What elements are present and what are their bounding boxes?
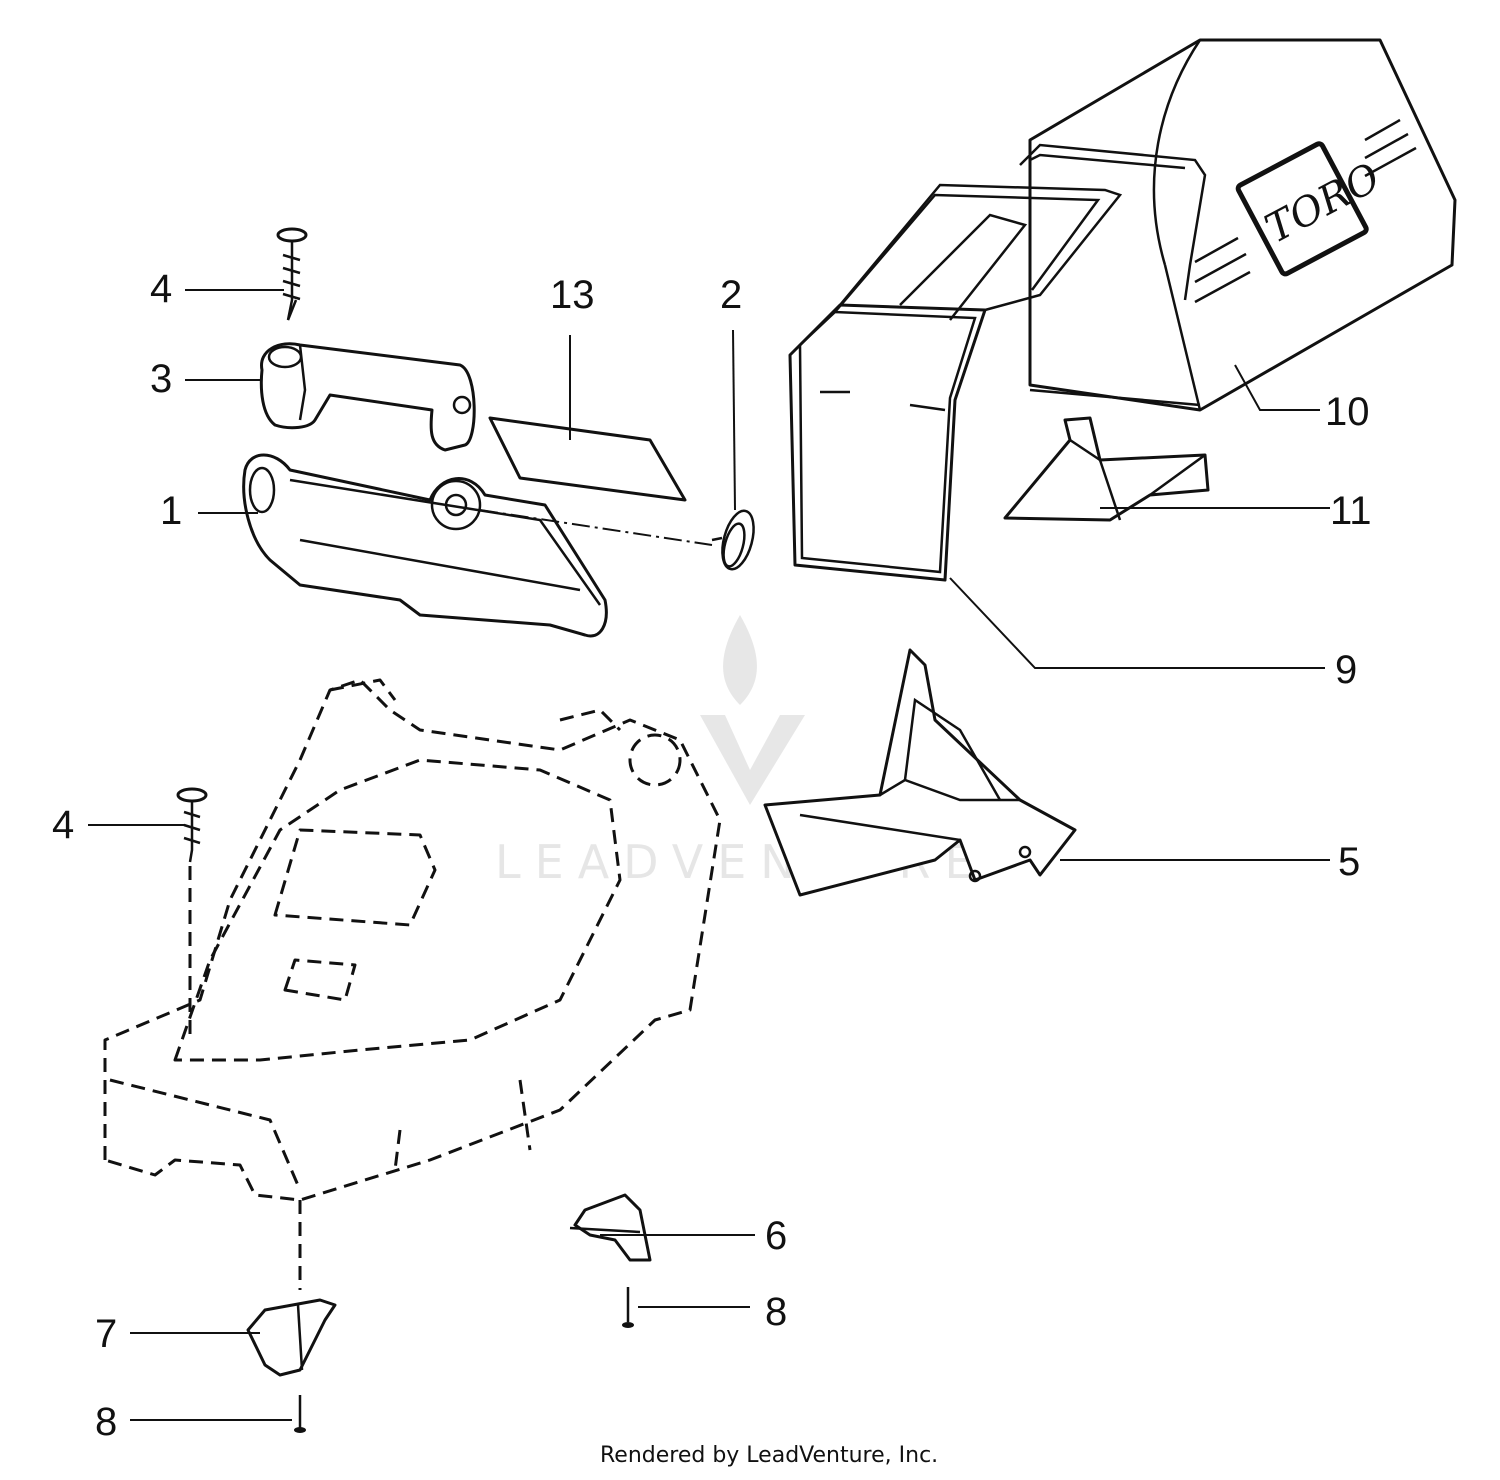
callout-11: 11	[1330, 489, 1372, 533]
callout-7: 7	[95, 1312, 117, 1356]
callout-10: 10	[1325, 390, 1370, 434]
part-9-bag-frame	[788, 143, 1207, 582]
callout-1: 1	[160, 489, 182, 533]
part-10-bag-cover: TORO	[1028, 38, 1457, 412]
callout-4-mid: 4	[52, 803, 74, 847]
part-2-spring	[711, 509, 755, 571]
part-13-label	[488, 416, 687, 502]
leader-lines	[88, 289, 1330, 1421]
part-6-bracket	[569, 1193, 652, 1262]
callout-5: 5	[1338, 840, 1360, 884]
part-7-bracket	[246, 1298, 337, 1377]
mower-deck-reference	[103, 678, 722, 1202]
callout-3: 3	[150, 357, 172, 401]
part-4-screw-mid	[176, 787, 208, 863]
part-8-screw-right	[622, 1287, 634, 1328]
callout-6: 6	[765, 1214, 787, 1258]
part-3-handle-bracket	[259, 342, 476, 452]
part-5-rear-chute	[763, 648, 1077, 897]
part-8-screw-left	[294, 1395, 306, 1433]
callout-8-left: 8	[95, 1400, 117, 1444]
callout-9: 9	[1335, 648, 1357, 692]
footer-credit: Rendered by LeadVenture, Inc.	[600, 1443, 938, 1468]
callout-4-top: 4	[150, 267, 172, 311]
part-1-handle-base	[242, 453, 608, 638]
callout-8-right: 8	[765, 1290, 787, 1334]
part-11-deflector	[1003, 416, 1210, 522]
part-4-screw-top	[276, 227, 308, 321]
leadventure-watermark	[700, 615, 805, 805]
callout-13: 13	[550, 273, 595, 317]
assembly-line-spring	[479, 509, 713, 546]
callout-2: 2	[720, 273, 742, 317]
